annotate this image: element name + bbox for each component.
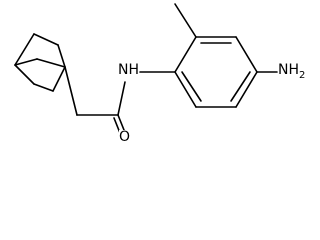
bond <box>33 83 54 92</box>
oxygen-label: O <box>119 129 131 145</box>
bond <box>174 71 197 108</box>
methyl-bond <box>174 3 197 38</box>
bond <box>64 66 78 116</box>
oxygen-symbol: O <box>119 129 131 145</box>
bond <box>117 81 126 116</box>
bond <box>14 58 38 66</box>
aromatic-inner-bond <box>181 71 202 102</box>
structure-diagram <box>14 3 278 134</box>
aromatic-inner-bond <box>230 71 251 102</box>
bond <box>174 36 197 73</box>
amide-nh-symbol: NH <box>118 62 139 78</box>
amide-nh-label: NH <box>118 63 139 77</box>
bond <box>36 58 66 68</box>
bond <box>33 33 59 46</box>
carbonyl-bond <box>117 114 125 131</box>
bond <box>14 64 35 85</box>
norbornane-ring <box>14 33 66 92</box>
acetamide-chain <box>64 66 176 134</box>
bond <box>235 36 258 73</box>
bond <box>52 66 66 92</box>
amine-subscript: 2 <box>299 69 306 81</box>
amine-nh-symbol: NH <box>278 62 299 78</box>
bond <box>235 71 258 108</box>
benzene-ring <box>174 36 258 108</box>
bond <box>57 44 66 68</box>
amine-nh2-label: NH2 <box>278 62 306 83</box>
bond <box>14 33 35 66</box>
